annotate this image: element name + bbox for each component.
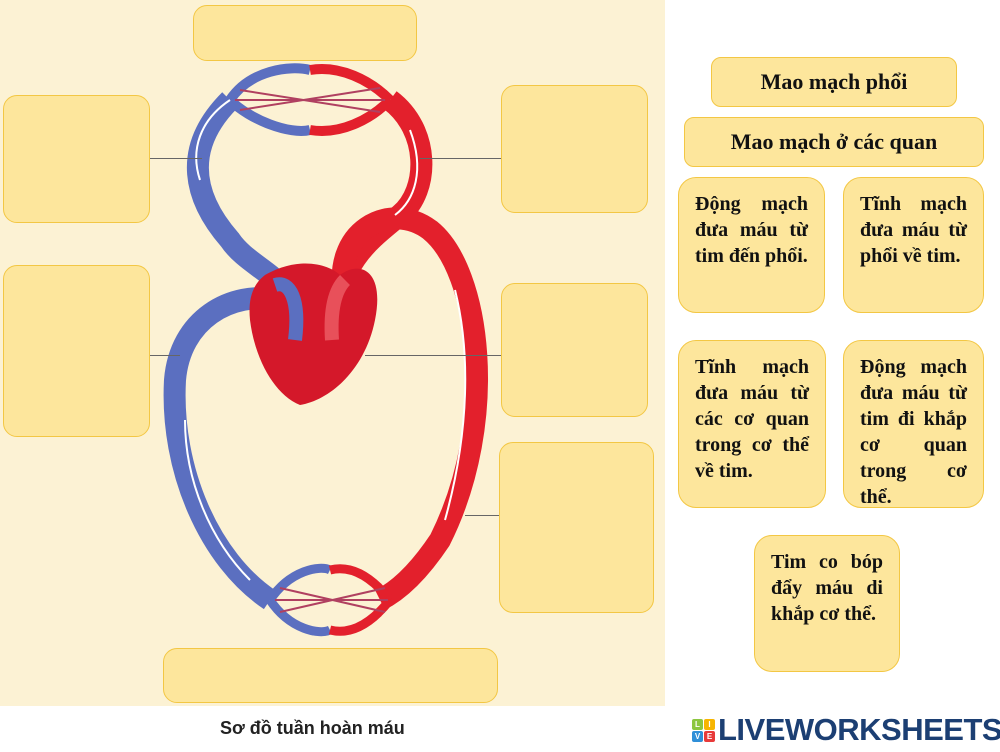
liveworksheets-logo: L I V E LIVEWORKSHEETS (692, 712, 1000, 748)
circulation-diagram (163, 63, 488, 637)
card-pulmonary-capillaries[interactable]: Mao mạch phổi (711, 57, 957, 107)
drop-zone-left-2[interactable] (3, 265, 150, 437)
card-organ-capillaries[interactable]: Mao mạch ở các quan (684, 117, 984, 167)
logo-wordmark: LIVEWORKSHEETS (718, 712, 1000, 747)
diagram-panel (0, 0, 665, 706)
pointer-line (150, 355, 180, 356)
diagram-caption: Sơ đồ tuần hoàn máu (220, 718, 405, 738)
heart-shape (249, 263, 378, 405)
drop-zone-bottom[interactable] (163, 648, 498, 703)
drop-zone-right-2[interactable] (501, 283, 648, 417)
drop-zone-left-1[interactable] (3, 95, 150, 223)
drop-zone-right-1[interactable] (501, 85, 648, 213)
card-pulmonary-artery[interactable]: Động mạch đưa máu từ tim đến phổi. (678, 177, 825, 313)
drop-zone-top[interactable] (193, 5, 417, 61)
pointer-line (465, 515, 499, 516)
pointer-line (150, 158, 202, 159)
card-systemic-artery[interactable]: Động mạch đưa máu từ tim đi khắp cơ quan… (843, 340, 984, 508)
pointer-line (365, 355, 501, 356)
card-heart[interactable]: Tim co bóp đẩy máu di khắp cơ thể. (754, 535, 900, 672)
body-capillaries (266, 563, 394, 637)
pointer-line (420, 158, 501, 159)
logo-icon: L I V E (692, 718, 715, 742)
drop-zone-right-3[interactable] (499, 442, 654, 613)
card-systemic-vein[interactable]: Tĩnh mạch đưa máu từ các cơ quan trong c… (678, 340, 826, 508)
aorta-path (331, 207, 488, 610)
lung-capillaries (225, 63, 394, 136)
vena-cava-path (163, 287, 283, 610)
card-pulmonary-vein[interactable]: Tĩnh mạch đưa máu từ phổi về tim. (843, 177, 984, 313)
